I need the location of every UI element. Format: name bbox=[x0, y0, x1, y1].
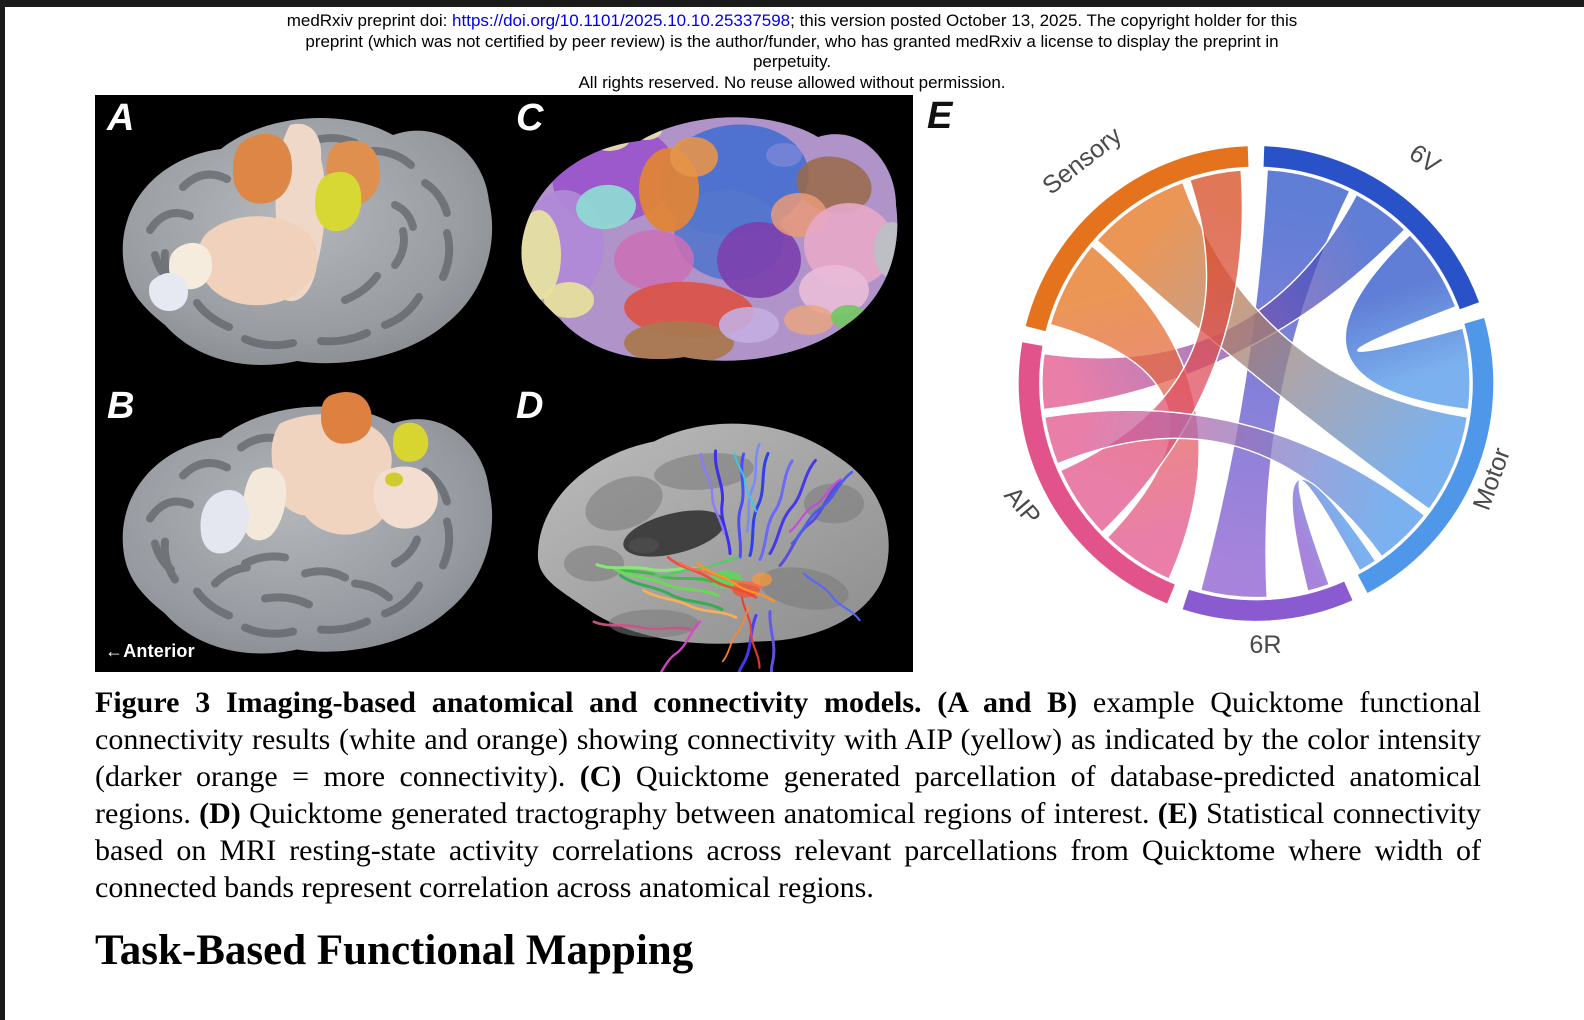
preprint-header: medRxiv preprint doi: https://doi.org/10… bbox=[0, 11, 1584, 93]
panel-c: C bbox=[504, 95, 913, 383]
caption-text-4: Statistical connectivity based on MRI re… bbox=[95, 797, 1481, 904]
panel-a-brain-render bbox=[122, 118, 493, 365]
header-line-4: All rights reserved. No reuse allowed wi… bbox=[578, 72, 1006, 92]
panel-b: B ←Anterior bbox=[95, 383, 504, 672]
header-doi-prefix: medRxiv preprint doi: bbox=[286, 11, 453, 30]
figure-caption: Figure 3 Imaging-based anatomical and co… bbox=[95, 684, 1481, 906]
panel-b-label: B bbox=[107, 385, 135, 427]
anterior-direction-label: ←Anterior bbox=[105, 641, 195, 661]
panel-d-tractography-render bbox=[537, 423, 889, 672]
caption-bold-d: (D) bbox=[199, 797, 241, 830]
header-line-3: perpetuity. bbox=[752, 52, 832, 71]
header-line-2: preprint (which was not certified by pee… bbox=[305, 31, 1279, 51]
header-doi-suffix: ; this version posted October 13, 2025. … bbox=[790, 11, 1298, 30]
page-top-border bbox=[0, 0, 1584, 7]
svg-text:AIP: AIP bbox=[998, 481, 1045, 530]
caption-bold-title: Figure 3 Imaging-based anatomical and co… bbox=[95, 686, 1078, 719]
panel-a: A bbox=[95, 95, 504, 383]
caption-text-2: Quicktome generated parcellation of data… bbox=[95, 760, 1481, 830]
caption-text-3: Quicktome generated tractography between… bbox=[240, 797, 1158, 830]
figure-3-image-panels: A bbox=[95, 95, 913, 672]
caption-bold-c: (C) bbox=[579, 760, 622, 793]
panel-c-label: C bbox=[516, 97, 544, 139]
figure-3: A bbox=[95, 95, 1584, 672]
svg-text:6R: 6R bbox=[1249, 631, 1281, 659]
doi-link[interactable]: https://doi.org/10.1101/2025.10.10.25337… bbox=[452, 11, 791, 30]
panel-d: D bbox=[504, 383, 913, 672]
svg-text:Sensory: Sensory bbox=[1037, 121, 1127, 200]
panel-c-parcellation-render bbox=[521, 117, 898, 361]
section-heading: Task-Based Functional Mapping bbox=[95, 927, 694, 974]
caption-bold-e: (E) bbox=[1157, 797, 1198, 830]
header-line-1: medRxiv preprint doi: https://doi.org/10… bbox=[0, 11, 1584, 32]
svg-text:6V: 6V bbox=[1404, 139, 1445, 180]
page-left-border bbox=[0, 0, 5, 1020]
panel-d-label: D bbox=[516, 385, 544, 427]
panel-a-label: A bbox=[107, 97, 135, 139]
panel-e-label: E bbox=[927, 95, 953, 137]
caption-text-1: example Quicktome functional connectivit… bbox=[95, 686, 1481, 793]
panel-b-brain-render bbox=[122, 392, 493, 654]
